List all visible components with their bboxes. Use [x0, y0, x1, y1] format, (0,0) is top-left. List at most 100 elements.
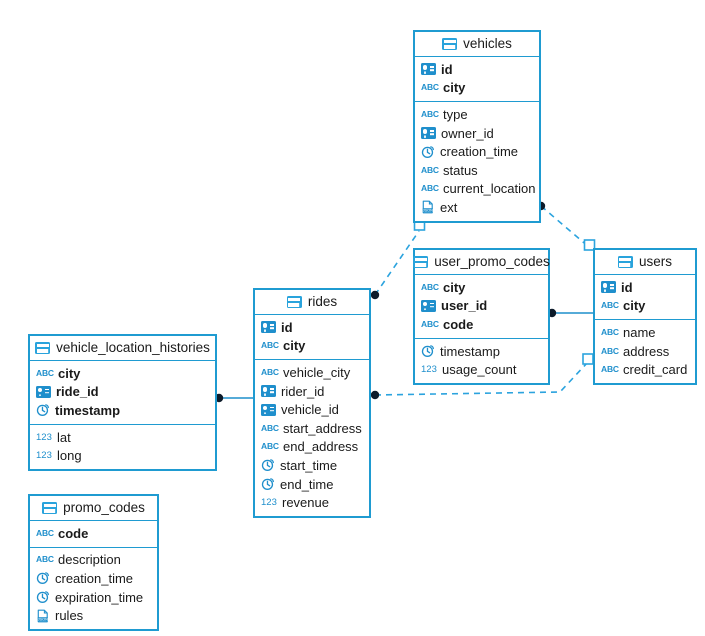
clock-icon [36, 403, 50, 417]
key-field-row[interactable]: ride_id [30, 383, 215, 402]
field-row[interactable]: ABC start_address [255, 419, 369, 438]
abc-icon: ABC [421, 164, 439, 175]
key-field-row[interactable]: ABC city [595, 297, 695, 316]
field-row[interactable]: expiration_time [30, 588, 157, 607]
field-label: revenue [282, 495, 329, 511]
entity-header-vehicles[interactable]: vehicles [415, 32, 539, 57]
field-label: end_address [283, 439, 359, 455]
field-label: code [443, 316, 474, 332]
entity-header-vehicle_location_histories[interactable]: vehicle_location_histories [30, 336, 215, 361]
entity-header-users[interactable]: users [595, 250, 695, 275]
field-label: city [623, 298, 646, 314]
123-icon: 123 [421, 364, 437, 376]
field-row[interactable]: vehicle_id [255, 400, 369, 419]
field-label: start_address [283, 420, 362, 436]
entity-header-user_promo_codes[interactable]: user_promo_codes [413, 250, 550, 275]
field-row[interactable]: owner_id [415, 124, 539, 143]
key-field-row[interactable]: ABC code [415, 315, 548, 334]
edge-vehicle-location-histories-to-rides[interactable] [214, 393, 253, 403]
idcard-icon [261, 321, 276, 334]
clock-icon [261, 458, 275, 472]
abc-icon: ABC [261, 366, 279, 377]
field-label: type [443, 106, 468, 122]
field-label: timestamp [440, 343, 500, 359]
field-row[interactable]: timestamp [415, 342, 548, 361]
field-row[interactable]: rider_id [255, 382, 369, 401]
idcard-icon [261, 403, 276, 416]
123-icon: 123 [36, 431, 52, 443]
svg-text:JSON: JSON [38, 617, 48, 621]
clock-icon [36, 571, 50, 585]
field-label: city [283, 338, 306, 354]
abc-icon: ABC [421, 318, 439, 329]
field-label: id [281, 319, 293, 335]
abc-icon: ABC [421, 281, 439, 292]
table-icon [35, 342, 51, 354]
abc-icon: ABC [36, 527, 54, 538]
edge-vehicles-to-users[interactable] [536, 201, 596, 251]
field-label: city [58, 365, 81, 381]
field-row[interactable]: ABC address [595, 342, 695, 361]
edge-user-promo-codes-to-users[interactable] [547, 308, 593, 318]
field-row[interactable]: creation_time [30, 569, 157, 588]
key-field-row[interactable]: id [415, 60, 539, 79]
abc-icon: ABC [601, 300, 619, 311]
entity-title: vehicles [463, 36, 512, 52]
idcard-icon [36, 385, 51, 398]
field-label: usage_count [442, 362, 517, 378]
clock-icon [421, 145, 435, 159]
idcard-icon [261, 385, 276, 398]
field-row[interactable]: 123 usage_count [415, 360, 548, 379]
abc-icon: ABC [261, 422, 279, 433]
field-label: ride_id [56, 384, 99, 400]
field-label: address [623, 343, 670, 359]
key-field-row[interactable]: id [595, 278, 695, 297]
field-label: owner_id [441, 125, 494, 141]
field-row[interactable]: end_time [255, 475, 369, 494]
abc-icon: ABC [601, 345, 619, 356]
field-row[interactable]: creation_time [415, 142, 539, 161]
entity-title: users [638, 254, 672, 270]
field-label: start_time [280, 457, 338, 473]
key-field-row[interactable]: timestamp [30, 401, 215, 420]
key-field-row[interactable]: user_id [415, 297, 548, 316]
entity-header-promo_codes[interactable]: promo_codes [30, 496, 157, 521]
field-label: city [443, 80, 466, 96]
field-label: expiration_time [55, 589, 144, 605]
entity-header-rides[interactable]: rides [255, 290, 369, 315]
clock-icon [36, 590, 50, 604]
key-field-row[interactable]: id [255, 318, 369, 337]
field-label: rider_id [281, 383, 325, 399]
table-icon [442, 38, 458, 50]
field-row[interactable]: start_time [255, 456, 369, 475]
table-icon [42, 502, 58, 514]
